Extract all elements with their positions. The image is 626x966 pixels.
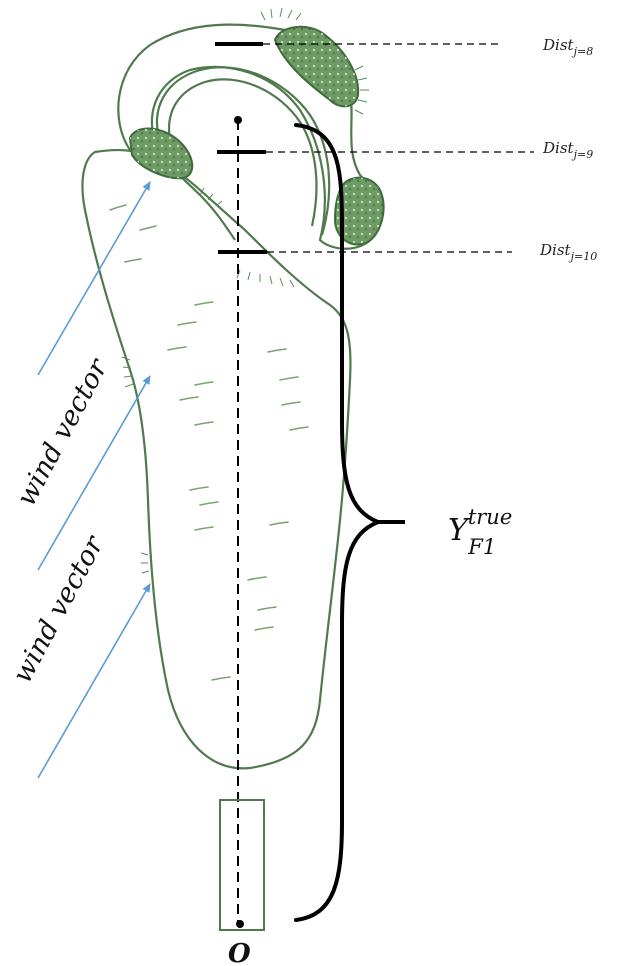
leaf-veins <box>110 205 308 680</box>
sori-cluster-left-texture <box>130 128 192 178</box>
wind-label-1: wind vector <box>11 352 115 511</box>
axis-origin-point <box>236 920 244 928</box>
wind-arrow-1 <box>38 182 150 375</box>
wind-label-2: wind vector <box>7 529 111 688</box>
dist-label-10: Distj=10 <box>539 241 597 263</box>
dist-label-8: Distj=8 <box>542 36 593 58</box>
origin-label: O <box>228 939 251 966</box>
leaf-blade-outline <box>82 150 350 768</box>
axis-top-point <box>234 116 242 124</box>
dist-label-9: Distj=9 <box>542 139 593 161</box>
stem-base-rectangle <box>220 800 264 930</box>
